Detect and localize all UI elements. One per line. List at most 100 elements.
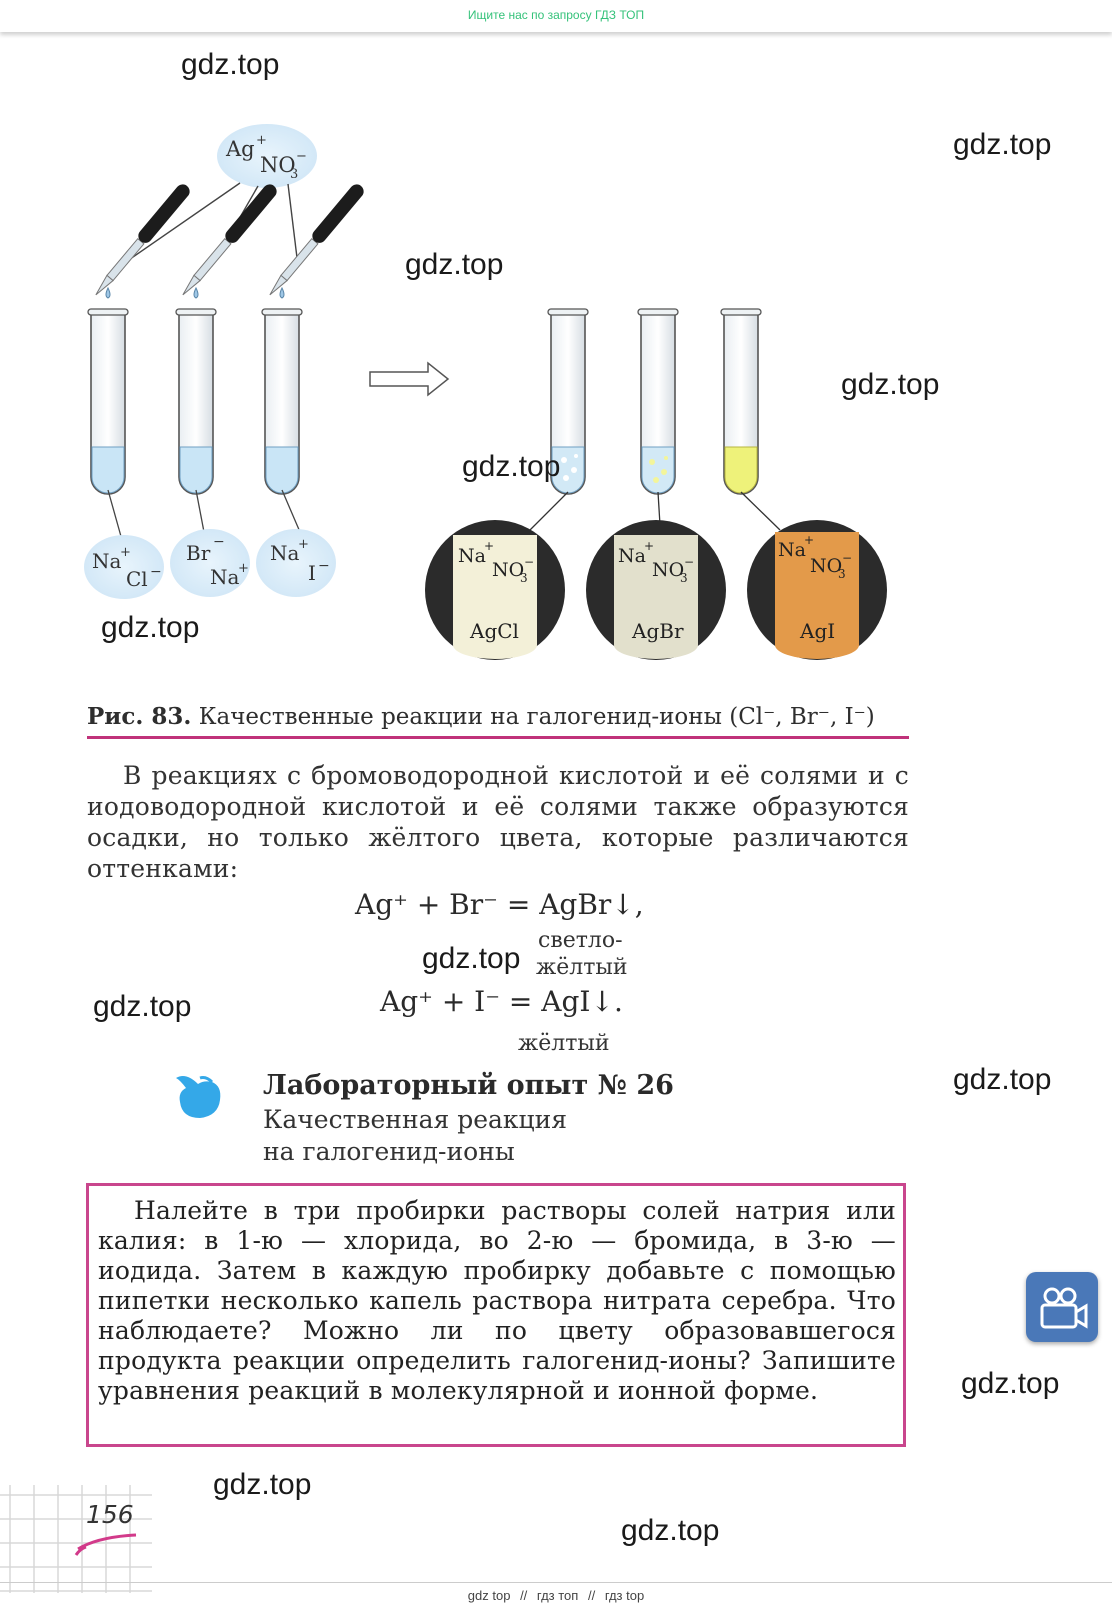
svg-text:3: 3	[520, 571, 528, 585]
result-photo-agbr: Na + NO 3 − AgBr	[586, 520, 726, 660]
footer-link[interactable]: gdz top	[467, 1588, 511, 1603]
svg-text:−: −	[524, 555, 534, 569]
svg-text:−: −	[150, 564, 162, 580]
svg-text:+: +	[120, 545, 131, 560]
svg-text:NO: NO	[492, 559, 524, 581]
svg-text:NO: NO	[810, 555, 842, 577]
pipette-icon	[269, 184, 364, 296]
precipitate-agi	[775, 532, 859, 659]
equation-agi: Ag⁺ + I⁻ = AgI↓.	[380, 985, 623, 1018]
svg-text:I: I	[308, 561, 316, 585]
result-photo-agcl: Na + NO 3 − AgCl	[425, 520, 565, 660]
top-ion-no3-sub: 3	[290, 167, 298, 182]
watermark: gdz.top	[841, 368, 940, 401]
figure-caption-text: Качественные реакции на галогенид-ионы (…	[198, 704, 875, 730]
ion-bubble-3	[256, 529, 336, 597]
video-button[interactable]	[1026, 1272, 1098, 1342]
equation-agbr-note-2: жёлтый	[536, 955, 628, 980]
top-ion-ag: Ag	[225, 137, 255, 161]
watermark: gdz.top	[405, 248, 504, 281]
watermark: gdz.top	[961, 1367, 1060, 1400]
figure-83: Ag + NO 3 −	[80, 120, 920, 690]
video-camera-icon	[1040, 1287, 1088, 1329]
svg-text:+: +	[238, 561, 249, 576]
top-ion-no3-charge: −	[296, 149, 307, 164]
top-ion-ag-charge: +	[256, 133, 267, 148]
page-corner-grid	[0, 1485, 152, 1593]
result-photo-agi: Na + NO 3 − AgI	[747, 520, 887, 660]
footer-link[interactable]: гдз топ	[536, 1588, 579, 1603]
svg-text:−: −	[213, 534, 225, 550]
lab-flask-icon	[172, 1072, 224, 1124]
footer-separator: //	[587, 1588, 596, 1603]
footer-divider	[0, 1582, 1112, 1583]
lab-task-box	[86, 1183, 906, 1447]
svg-text:+: +	[644, 539, 654, 553]
watermark: gdz.top	[422, 942, 521, 975]
svg-text:3: 3	[838, 567, 846, 581]
equation-agi-note: жёлтый	[518, 1031, 610, 1056]
svg-text:Na: Na	[210, 565, 240, 589]
ion-bubble-2	[170, 529, 250, 597]
svg-text:Na: Na	[92, 549, 122, 573]
test-tube-right-3	[720, 308, 762, 495]
page-number: 156	[86, 1500, 134, 1529]
precipitate-agbr	[614, 535, 698, 659]
lab-subtitle-line-1: Качественная реакция	[263, 1105, 568, 1134]
body-paragraph: В реакциях с бромоводородной кислотой и …	[87, 760, 909, 884]
figure-label: Рис. 83.	[87, 703, 192, 730]
top-ion-no3: NO	[260, 153, 296, 177]
svg-text:Br: Br	[186, 541, 211, 565]
svg-text:−: −	[684, 555, 694, 569]
equation-agbr: Ag⁺ + Br⁻ = AgBr↓,	[355, 888, 644, 921]
halide-reaction-illustration: Ag + NO 3 −	[84, 124, 887, 660]
lab-subtitle-line-2: на галогенид-ионы	[263, 1137, 515, 1166]
pipette-icon	[182, 184, 277, 296]
svg-text:3: 3	[680, 571, 688, 585]
top-banner-text: Ищите нас по запросу ГДЗ ТОП	[467, 8, 645, 22]
lab-task: Налейте в три пробирки растворы солей на…	[98, 1196, 896, 1406]
footer-separator: //	[520, 1588, 528, 1603]
equation-agbr-note-1: светло-	[538, 928, 623, 953]
watermark: gdz.top	[181, 48, 280, 81]
caption-underline	[87, 736, 909, 739]
svg-text:AgBr: AgBr	[631, 619, 684, 643]
svg-text:Na: Na	[458, 545, 486, 567]
svg-text:AgCl: AgCl	[469, 619, 519, 643]
footer-link[interactable]: гдз top	[604, 1588, 645, 1603]
test-tube-right-2	[637, 308, 679, 495]
figure-caption: Рис. 83. Качественные реакции на галоген…	[87, 703, 907, 730]
svg-text:NO: NO	[652, 559, 684, 581]
ion-bubble-1	[84, 535, 164, 599]
watermark: gdz.top	[213, 1468, 312, 1501]
test-tube-left-3	[261, 308, 303, 495]
lab-task-text: Налейте в три пробирки растворы солей на…	[98, 1196, 896, 1405]
footer: gdz top // гдз топ // гдз top	[0, 1588, 1112, 1603]
svg-text:Na: Na	[778, 539, 806, 561]
svg-text:−: −	[842, 551, 852, 565]
svg-text:−: −	[318, 558, 330, 574]
lab-title: Лабораторный опыт № 26	[263, 1070, 674, 1101]
test-tube-right-1	[547, 308, 589, 495]
svg-text:+: +	[804, 533, 814, 547]
svg-text:AgI: AgI	[799, 619, 835, 643]
pipette-icon	[95, 184, 190, 296]
precipitate-agcl	[453, 535, 537, 659]
test-tube-left-1	[87, 308, 129, 495]
svg-text:Cl: Cl	[126, 567, 148, 591]
test-tube-left-2	[175, 308, 217, 495]
svg-text:+: +	[484, 539, 494, 553]
arrow-right-icon	[369, 361, 450, 397]
watermark: gdz.top	[953, 128, 1052, 161]
svg-text:Na: Na	[270, 541, 300, 565]
top-banner: Ищите нас по запросу ГДЗ ТОП	[0, 0, 1112, 32]
svg-text:Na: Na	[618, 545, 646, 567]
lab-subtitle: Качественная реакция на галогенид-ионы	[263, 1104, 567, 1168]
watermark: gdz.top	[93, 990, 192, 1023]
top-ion-bubble	[217, 124, 317, 188]
watermark: gdz.top	[953, 1063, 1052, 1096]
body-paragraph-text: В реакциях с бромоводородной кислотой и …	[87, 761, 909, 883]
watermark: gdz.top	[621, 1514, 720, 1547]
watermark: gdz.top	[101, 611, 200, 644]
watermark: gdz.top	[462, 450, 561, 483]
